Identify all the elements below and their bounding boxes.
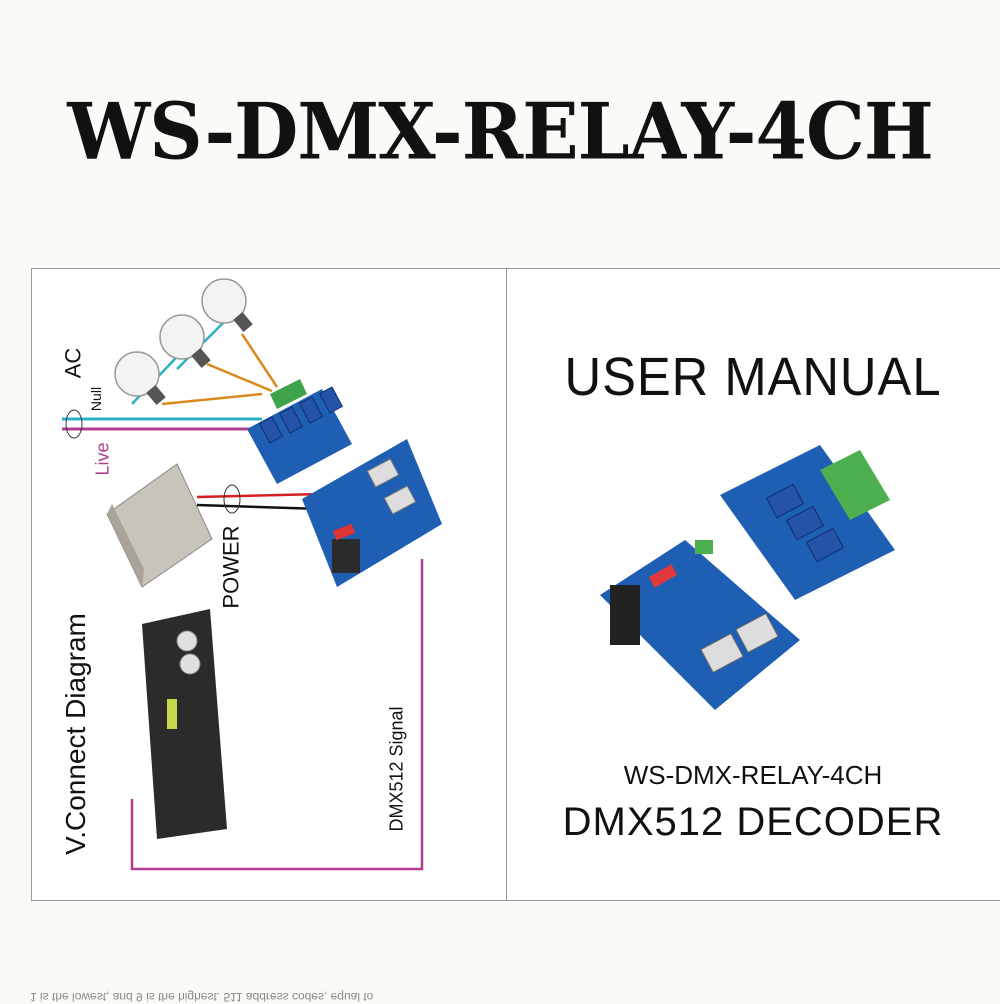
manual-heading: USER MANUAL xyxy=(564,347,942,407)
dmx-console xyxy=(142,609,227,839)
label-connect-diagram: V.Connect Diagram xyxy=(59,613,91,855)
relay-board xyxy=(247,379,352,484)
product-subtitle: DMX512 DECODER xyxy=(562,800,944,844)
page-title: WS-DMX-RELAY-4CH xyxy=(67,86,934,178)
decoder-board xyxy=(302,439,442,587)
bulb-icon xyxy=(201,278,253,332)
label-power: POWER xyxy=(218,525,244,609)
label-dmx-signal: DMX512 Signal xyxy=(386,706,407,832)
bulb-icon xyxy=(114,351,166,405)
connection-diagram xyxy=(62,278,442,871)
label-live: Live xyxy=(92,442,113,476)
power-supply xyxy=(106,463,213,588)
label-null: Null xyxy=(88,386,105,412)
label-ac: AC xyxy=(60,347,86,379)
bulb-icon xyxy=(159,314,211,368)
panel-divider xyxy=(506,268,507,900)
model-name: WS-DMX-RELAY-4CH xyxy=(623,760,883,790)
product-photo xyxy=(600,445,895,710)
footer-fragment: 1 is the lowest, and 9 is the highest. 5… xyxy=(30,990,374,1004)
